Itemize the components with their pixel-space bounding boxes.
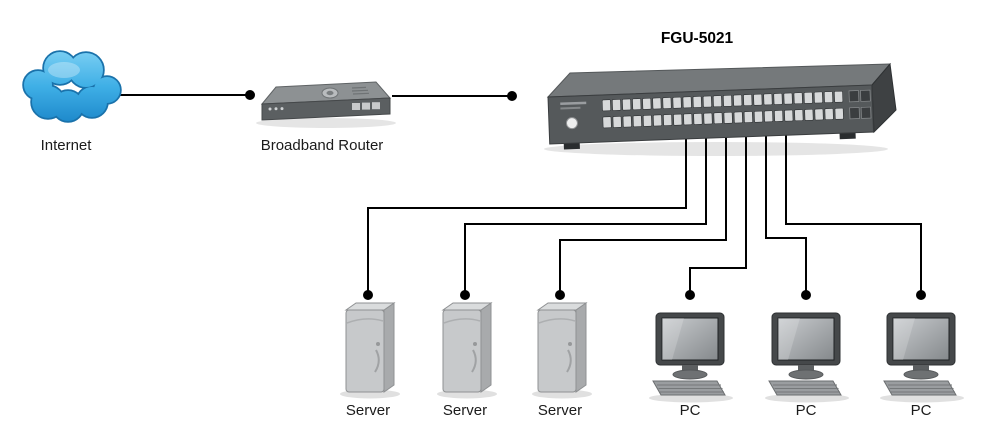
connector-lines (120, 94, 922, 295)
connector-switch-pc1 (689, 125, 747, 295)
connection-dot (460, 290, 470, 300)
server-icon (436, 302, 498, 400)
connection-dot (801, 290, 811, 300)
switch-port-array (601, 90, 844, 129)
connection-dot (363, 290, 373, 300)
broadband-router-label: Broadband Router (260, 137, 384, 154)
ethernet-switch-icon (544, 62, 897, 156)
pc-icon (648, 312, 734, 403)
server-label: Server (345, 402, 391, 419)
server-icon (339, 302, 401, 400)
internet-label: Internet (40, 137, 92, 154)
server-label: Server (537, 402, 583, 419)
connection-dot (507, 91, 517, 101)
connection-dots (245, 90, 926, 300)
connection-dot (685, 290, 695, 300)
internet-cloud-icon (22, 50, 122, 123)
connection-dot (555, 290, 565, 300)
broadband-router-icon (256, 81, 396, 128)
pc-label: PC (910, 402, 932, 419)
connection-dot (245, 90, 255, 100)
connection-dot (916, 290, 926, 300)
pc-icon (764, 312, 850, 403)
switch-model-title: FGU-5021 (660, 30, 734, 47)
pc-label: PC (679, 402, 701, 419)
connector-switch-server1 (367, 125, 687, 295)
server-label: Server (442, 402, 488, 419)
pc-icon (879, 312, 965, 403)
connector-switch-pc2 (765, 125, 807, 295)
connector-switch-server2 (464, 125, 707, 295)
connector-switch-server3 (559, 125, 727, 295)
server-icon (531, 302, 593, 400)
pc-label: PC (795, 402, 817, 419)
connector-switch-pc3 (785, 125, 922, 295)
